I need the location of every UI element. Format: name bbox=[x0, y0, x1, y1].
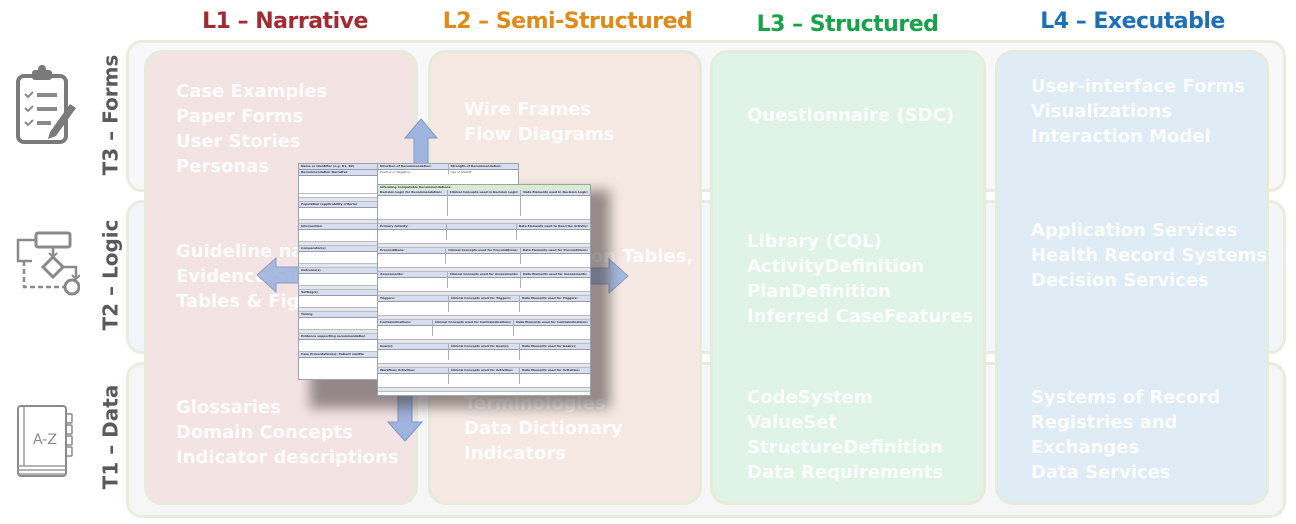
document-grid-header: Preconditions: bbox=[378, 248, 446, 254]
document-grid-header: Clinical Concepts used for Triggers: bbox=[449, 296, 519, 302]
document-grid-header: Data Elements used for Contraindications… bbox=[514, 320, 590, 326]
document-grid-cell: Workflow/ Activities: bbox=[378, 368, 449, 384]
document-grid-cell: Data Elements used in Decision Logic: bbox=[521, 190, 590, 216]
arrow-left-icon bbox=[256, 257, 306, 293]
arrow-down-icon bbox=[387, 388, 423, 442]
document-grid-header: Assessments: bbox=[378, 272, 447, 278]
column-header-l1: L1 – Narrative bbox=[202, 9, 368, 34]
document-grid-cell bbox=[447, 224, 517, 240]
column-header-l3: L3 – Structured bbox=[756, 12, 939, 37]
document-grid-header: Clinical Concepts used for Assessments: bbox=[447, 272, 521, 278]
arrow-up-icon bbox=[404, 118, 438, 174]
column-header-l4: L4 – Executable bbox=[1040, 9, 1225, 34]
document-grid-header: Data Elements used for Assessments: bbox=[521, 272, 590, 278]
column-header-l2: L2 – Semi-Structured bbox=[442, 9, 693, 34]
document-grid-cell: Decision Logic for Recommendation: bbox=[378, 190, 448, 216]
document-grid-cell: Primary Activity: bbox=[378, 224, 448, 240]
document-grid-header: Workflow/ Activities: bbox=[378, 368, 448, 374]
document-grid-header: Primary Activity: bbox=[378, 224, 447, 230]
recommendation-template-left-page: Name or Identifier (e.g. R1, R2) Recomme… bbox=[298, 163, 380, 380]
document-grid-cell: Clinical Concepts used in Decision Logic… bbox=[447, 190, 522, 216]
document-grid-section: Contraindications:Clinical Concepts used… bbox=[378, 320, 590, 336]
document-grid-header: Clinical Concepts used for Contraindicat… bbox=[433, 320, 514, 326]
document-grid-section: Triggers:Clinical Concepts used for Trig… bbox=[378, 296, 590, 312]
recommendation-template-grid: Informing Computable Recommendations: De… bbox=[377, 184, 591, 396]
document-grid-header: Clinical Concepts used for Goal(s): bbox=[449, 344, 519, 350]
document-grid-cell: Data Elements used for Contraindications… bbox=[514, 320, 590, 336]
row-label-t1: T1 – Data bbox=[98, 384, 123, 490]
document-grid-header: Goal(s): bbox=[378, 344, 448, 350]
document-grid-section: Assessments:Clinical Concepts used for A… bbox=[378, 272, 590, 288]
svg-text:A-Z: A-Z bbox=[33, 432, 57, 448]
document-grid-cell: Clinical Concepts used for Goal(s): bbox=[449, 344, 520, 360]
document-grid-cell: Clinical Concepts used for Contraindicat… bbox=[433, 320, 515, 336]
document-grid-header bbox=[447, 224, 516, 230]
document-grid-cell: Data Elements used for Triggers: bbox=[520, 296, 590, 312]
document-grid-section: Decision Logic for Recommendation:Clinic… bbox=[378, 190, 590, 216]
document-grid-header: Data Elements used for Triggers: bbox=[520, 296, 590, 302]
row-label-t2: T2 – Logic bbox=[98, 219, 122, 331]
document-grid-cell: Clinical Concepts used for Activities: bbox=[449, 368, 520, 384]
column-panel-l4 bbox=[995, 50, 1269, 505]
cell-t3-l3: Questionnaire (SDC) bbox=[747, 105, 955, 126]
flowchart-icon bbox=[16, 231, 80, 296]
document-grid-cell: Data Elements used to Describe Activity: bbox=[516, 224, 590, 240]
document-grid-header: Data Elements used for Preconditions: bbox=[520, 248, 590, 254]
document-grid-cell: Preconditions: bbox=[378, 248, 447, 264]
document-grid-section: Workflow/ Activities:Clinical Concepts u… bbox=[378, 368, 590, 384]
document-grid-header: Data Elements used to Describe Activity: bbox=[516, 224, 590, 230]
column-panel-l3 bbox=[710, 50, 986, 505]
document-grid-header: Decision Logic for Recommendation: bbox=[378, 190, 447, 196]
document-grid-cell: Triggers: bbox=[378, 296, 449, 312]
document-grid-cell: Assessments: bbox=[378, 272, 448, 288]
document-grid-header: Clinical Concepts used for Activities: bbox=[449, 368, 519, 374]
document-grid-header: Data Elements used for Activities: bbox=[520, 368, 590, 374]
document-grid-cell: Data Elements used for Preconditions: bbox=[520, 248, 590, 264]
a-z-dictionary-icon: A-Z bbox=[17, 405, 73, 477]
document-grid-cell: Goal(s): bbox=[378, 344, 449, 360]
document-grid-header: Data Elements used in Decision Logic: bbox=[521, 190, 590, 196]
document-grid-cell: Clinical Concepts used for Triggers: bbox=[449, 296, 520, 312]
document-grid-header: Data Elements used for Goal(s): bbox=[520, 344, 590, 350]
document-grid-cell: Data Elements used for Activities: bbox=[520, 368, 590, 384]
document-grid-cell: Data Elements used for Assessments: bbox=[521, 272, 590, 288]
document-grid-section: Goal(s):Clinical Concepts used for Goal(… bbox=[378, 344, 590, 360]
document-grid-header: Clinical Concepts used for Preconditions… bbox=[446, 248, 520, 254]
document-grid-section: Preconditions:Clinical Concepts used for… bbox=[378, 248, 590, 264]
clipboard-checklist-icon bbox=[16, 65, 76, 144]
row-label-t3: T3 – Forms bbox=[98, 54, 122, 176]
document-grid-header: Triggers: bbox=[378, 296, 448, 302]
document-grid-cell: Contraindications: bbox=[378, 320, 434, 336]
document-grid-cell: Clinical Concepts used for Assessments: bbox=[447, 272, 522, 288]
document-grid-cell: Clinical Concepts used for Preconditions… bbox=[446, 248, 521, 264]
document-grid-header: Contraindications: bbox=[378, 320, 433, 326]
document-grid-cell: Data Elements used for Goal(s): bbox=[520, 344, 590, 360]
document-grid-header: Clinical Concepts used in Decision Logic… bbox=[447, 190, 521, 196]
document-grid-section: Primary Activity: Data Elements used to D… bbox=[378, 224, 590, 240]
